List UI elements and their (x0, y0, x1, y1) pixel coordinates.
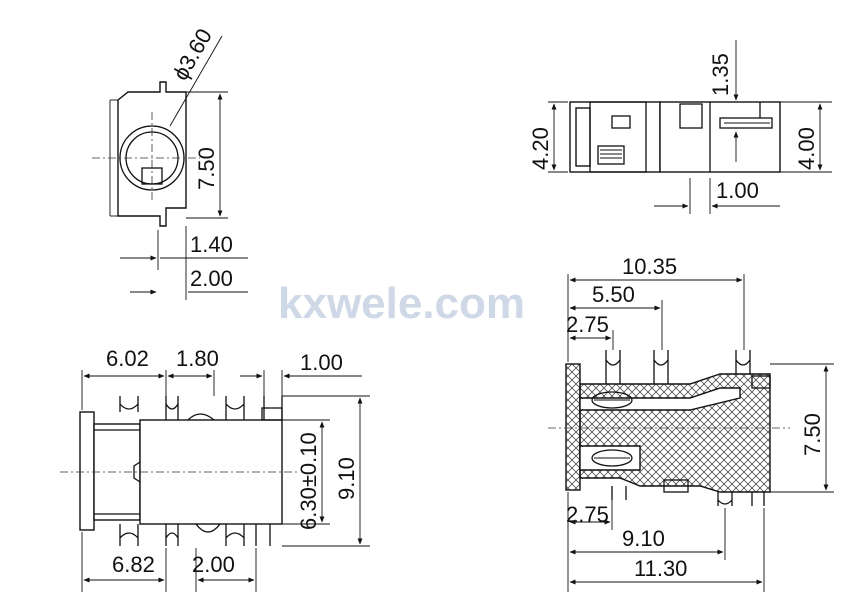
side-top-step-label: 1.35 (708, 53, 733, 96)
section-bottom-mid-label: 9.10 (622, 526, 665, 551)
section-mid-label: 5.50 (592, 282, 635, 307)
top-bottom-b-label: 2.00 (192, 552, 235, 577)
section-overall-label: 10.35 (622, 254, 677, 279)
top-pitch-b-label: 1.80 (176, 346, 219, 371)
front-pin-gap-label: 2.00 (190, 266, 233, 291)
section-bottom-overall-label: 11.30 (634, 556, 687, 581)
side-height-right-label: 4.00 (794, 127, 819, 170)
section-view: 10.35 5.50 2.75 7.50 2.75 9.10 11.30 (548, 254, 834, 592)
front-diameter-label: ϕ3.60 (168, 24, 217, 84)
front-view: ϕ3.60 7.50 1.40 2.00 (92, 24, 248, 300)
top-pitch-a-label: 6.02 (106, 346, 149, 371)
side-pin-width-label: 1.00 (716, 178, 759, 203)
top-pin-width-label: 1.00 (300, 350, 343, 375)
top-total-height-label: 9.10 (334, 457, 359, 500)
section-short-label: 2.75 (566, 312, 609, 337)
front-height-label: 7.50 (194, 147, 219, 190)
section-height-label: 7.50 (800, 413, 825, 456)
section-bottom-short-label: 2.75 (566, 502, 609, 527)
side-view: 4.20 4.00 1.35 1.00 (528, 40, 832, 214)
top-center-height-label: 6.30±0.10 (296, 432, 321, 530)
watermark: kxwele.com (278, 279, 525, 328)
side-height-left-label: 4.20 (528, 127, 553, 170)
top-bottom-a-label: 6.82 (112, 552, 155, 577)
front-pin-offset-label: 1.40 (190, 232, 233, 257)
top-view: 6.02 1.80 1.00 6.30±0.10 9.10 6.82 2.00 (60, 346, 370, 592)
